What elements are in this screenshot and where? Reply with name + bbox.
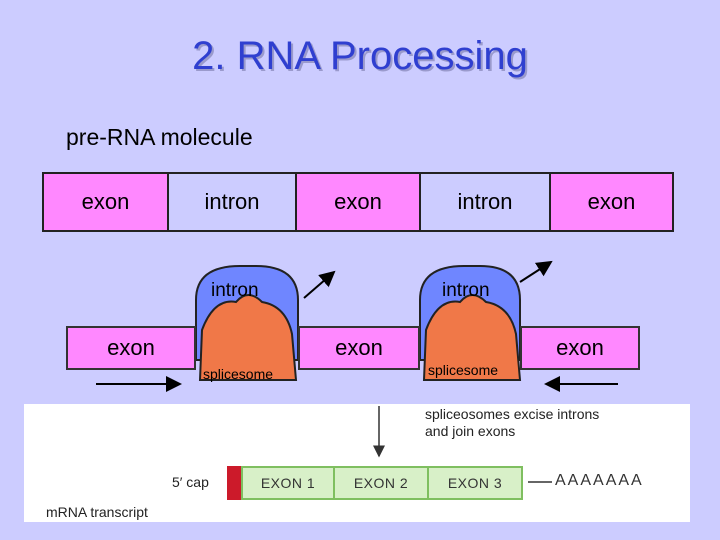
transcript-label: mRNA transcript (46, 504, 148, 520)
splicing-diagram (96, 260, 618, 392)
cap-marker (227, 466, 241, 500)
poly-a-tail: AAAAAAA (555, 472, 644, 489)
exon-box-right: exon (520, 326, 640, 370)
slide-title: 2. RNA Processing (192, 34, 528, 78)
mrna-exon-1: EXON 1 (241, 466, 335, 500)
pre-rna-strip: exon intron exon intron exon (42, 172, 674, 232)
figure-arrows (373, 406, 552, 483)
arrow-up-left (303, 270, 336, 299)
spliceosome-label-right: splicesome (428, 362, 499, 378)
segment-intron-2: intron (421, 174, 551, 230)
cap-label: 5′ cap (172, 474, 209, 490)
mrna-figure: spliceosomes excise introns and join exo… (24, 404, 690, 522)
exon-box-left: exon (66, 326, 196, 370)
caption-line-1: spliceosomes excise introns (425, 406, 600, 422)
exon-box-middle: exon (298, 326, 420, 370)
spliceosome-label-left: splicesome (203, 366, 274, 382)
intron-label-right: intron (442, 280, 490, 301)
mrna-exon-2: EXON 2 (333, 466, 429, 500)
spliceosome-body-left (198, 294, 298, 381)
segment-exon-3: exon (551, 174, 672, 230)
segment-intron-1: intron (169, 174, 297, 230)
subtitle: pre-RNA molecule (66, 124, 253, 150)
arrow-up-right (519, 260, 553, 283)
mrna-exon-3: EXON 3 (427, 466, 523, 500)
segment-exon-1: exon (44, 174, 169, 230)
spliceosome-body-right (422, 294, 522, 381)
segment-exon-2: exon (297, 174, 421, 230)
intron-label-left: intron (211, 280, 259, 301)
caption-line-2: and join exons (425, 423, 516, 439)
